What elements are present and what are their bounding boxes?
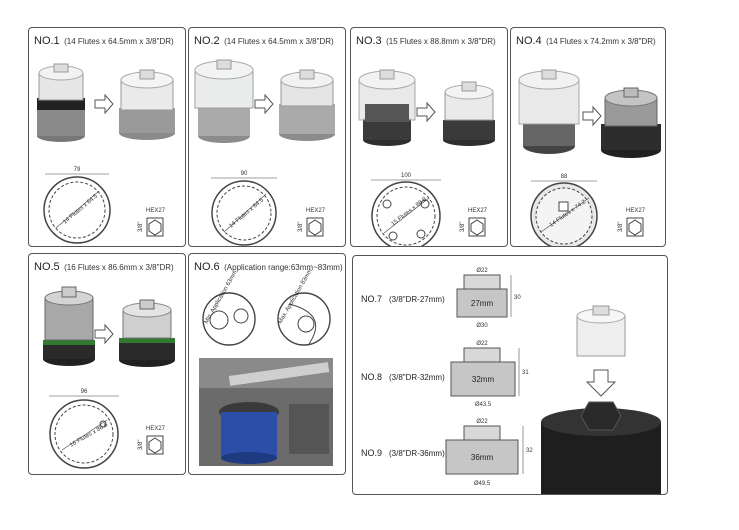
max-application-label: Max. Application 83mm (278, 268, 314, 325)
arrow-down-icon (585, 369, 617, 397)
flute-label: 14 Flutes x 64.5 (228, 197, 265, 229)
panel-spec: (14 Flutes x 64.5mm x 3/8"DR) (64, 37, 174, 46)
socket-no8-body: 32mm (472, 375, 495, 384)
flute-label: 14 Flutes x 64.5 (62, 193, 99, 225)
panel-number: NO.5 (34, 261, 60, 273)
panel-no6: NO.6 (Application range:63mm~83mm) Min. … (188, 253, 346, 475)
product-illustration (358, 69, 495, 246)
hex-label: HEX27 (626, 208, 646, 214)
panel-number: NO.1 (34, 35, 60, 47)
drive-label: 3/8" (138, 440, 144, 450)
drive-label: 3/8" (460, 222, 466, 232)
product-illustration (199, 292, 333, 466)
ring-labels: 79 14 Flutes x 64.5 HEX27 3/8" (62, 167, 166, 232)
socket-no9-number: NO.9 (361, 448, 382, 458)
socket-no7-number: NO.7 (361, 294, 382, 304)
ring-labels: 88 14 Flutes x 74.2 HEX27 3/8" (549, 174, 646, 232)
flute-label: 14 Flutes x 74.2 (549, 199, 588, 229)
flute-label: 16 Flutes x 86.6 (69, 422, 110, 449)
panel-sockets: NO.7 (3/8"DR-27mm) Ø22 27mm Ø30 30 NO.8 … (352, 255, 668, 495)
panel-number: NO.2 (194, 35, 220, 47)
socket-no8-height: 31 (522, 370, 529, 376)
socket-labels: NO.7 (3/8"DR-27mm) Ø22 27mm Ø30 30 NO.8 … (361, 268, 533, 487)
product-illustration (37, 63, 175, 244)
socket-no9-spec: (3/8"DR-36mm) (389, 449, 445, 458)
ring-labels: 100 15 Flutes x 88.8 HEX27 3/8" (391, 173, 488, 232)
flute-label: 15 Flutes x 88.8 (391, 196, 429, 227)
drive-label: 3/8" (138, 222, 144, 232)
product-illustration (43, 286, 175, 469)
panel-no3: NO.3 (15 Flutes x 88.8mm x 3/8"DR) 100 1… (350, 27, 508, 247)
panel-title: NO.5 (16 Flutes x 86.6mm x 3/8"DR) (34, 257, 174, 275)
panel-title: NO.3 (15 Flutes x 88.8mm x 3/8"DR) (356, 31, 496, 49)
socket-no8-top: Ø22 (476, 341, 488, 347)
panel-number: NO.3 (356, 35, 382, 47)
arrow-icon (254, 93, 274, 115)
diagram-labels: Min. Application 63mm Max. Application 8… (204, 268, 314, 325)
panel-title: NO.4 (14 Flutes x 74.2mm x 3/8"DR) (516, 31, 656, 49)
socket-no9-top: Ø22 (476, 419, 488, 425)
socket-no7-top: Ø22 (476, 268, 488, 274)
socket-no7-height: 30 (514, 295, 521, 301)
ring-labels: 90 14 Flutes x 64.5 HEX27 3/8" (228, 171, 326, 232)
arrow-icon (582, 105, 602, 127)
panel-spec: (14 Flutes x 64.5mm x 3/8"DR) (224, 37, 334, 46)
diameter-label: 100 (401, 173, 412, 179)
drive-label: 3/8" (298, 222, 304, 232)
hex-label: HEX27 (306, 208, 326, 214)
socket-no8-number: NO.8 (361, 372, 382, 382)
panel-number: NO.6 (194, 261, 220, 273)
panel-number: NO.4 (516, 35, 542, 47)
socket-no7-bottom: Ø30 (476, 323, 488, 329)
min-application-label: Min. Application 63mm (204, 270, 239, 325)
arrow-icon (416, 101, 436, 123)
diameter-label: 88 (561, 174, 568, 180)
socket-no8-bottom: Ø43.5 (475, 402, 492, 408)
panel-no2: NO.2 (14 Flutes x 64.5mm x 3/8"DR) 90 14… (188, 27, 346, 247)
panel-spec: (Application range:63mm~83mm) (224, 263, 343, 272)
panel-title: NO.2 (14 Flutes x 64.5mm x 3/8"DR) (194, 31, 334, 49)
panel-no4: NO.4 (14 Flutes x 74.2mm x 3/8"DR) 88 14… (510, 27, 666, 247)
ring-labels: 96 16 Flutes x 86.6 HEX27 3/8" (69, 389, 166, 450)
panel-no5: NO.5 (16 Flutes x 86.6mm x 3/8"DR) 96 16… (28, 253, 186, 475)
socket-no9-body: 36mm (471, 453, 494, 462)
socket-no7-body: 27mm (471, 299, 494, 308)
socket-illustrations (445, 274, 661, 494)
product-illustration (194, 59, 335, 246)
hex-label: HEX27 (146, 426, 166, 432)
product-illustration (518, 69, 661, 246)
panel-no1: NO.1 (14 Flutes x 64.5mm x 3/8"DR) 79 14… (28, 27, 186, 247)
panel-title: NO.1 (14 Flutes x 64.5mm x 3/8"DR) (34, 31, 174, 49)
diameter-label: 90 (241, 171, 248, 177)
diameter-label: 96 (81, 389, 88, 395)
panel-spec: (14 Flutes x 74.2mm x 3/8"DR) (546, 37, 656, 46)
panel-spec: (16 Flutes x 86.6mm x 3/8"DR) (64, 263, 174, 272)
hex-label: HEX27 (468, 208, 488, 214)
drive-label: 3/8" (618, 222, 624, 232)
arrow-icon (94, 323, 114, 345)
diameter-label: 79 (74, 167, 81, 173)
socket-no9-height: 32 (526, 448, 533, 454)
panel-title: NO.6 (Application range:63mm~83mm) (194, 257, 343, 275)
panel-spec: (15 Flutes x 88.8mm x 3/8"DR) (386, 37, 496, 46)
socket-no7-spec: (3/8"DR-27mm) (389, 295, 445, 304)
socket-no9-bottom: Ø49.5 (474, 481, 491, 487)
socket-no8-spec: (3/8"DR-32mm) (389, 373, 445, 382)
arrow-icon (94, 93, 114, 115)
hex-label: HEX27 (146, 208, 166, 214)
